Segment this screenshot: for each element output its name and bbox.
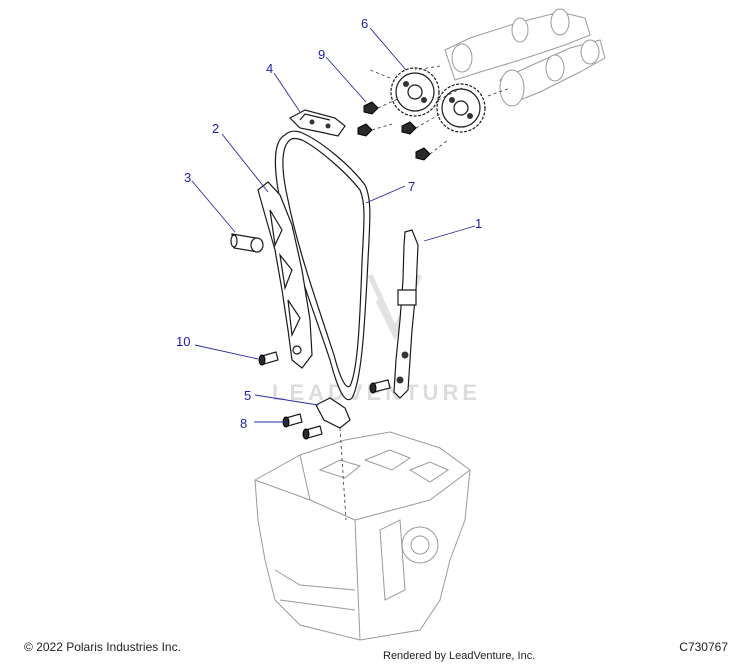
guide-bolt-right[interactable] [369,379,391,394]
tensioner-guide[interactable] [257,181,313,369]
lower-guide-bolts[interactable] [282,413,323,440]
callout-7[interactable]: 7 [408,179,415,194]
cam-sprocket-rear[interactable] [436,83,486,133]
callout-4[interactable]: 4 [266,61,273,76]
callout-6[interactable]: 6 [361,16,368,31]
leader-lines [191,27,476,423]
camshafts [444,8,606,107]
cylinder-head [254,431,471,641]
fixed-chain-guide[interactable] [393,229,419,399]
rendered-by-text: Rendered by LeadVenture, Inc. [383,650,536,662]
sprocket-bolts[interactable] [357,97,449,161]
callout-2[interactable]: 2 [212,121,219,136]
diagram-id: C730767 [679,640,728,654]
chain-guide-upper[interactable] [289,109,346,137]
callout-5[interactable]: 5 [244,388,251,403]
callout-3[interactable]: 3 [184,170,191,185]
guide-bolt-left[interactable] [258,351,279,366]
callout-8[interactable]: 8 [240,416,247,431]
callout-10[interactable]: 10 [176,334,190,349]
callout-1[interactable]: 1 [475,216,482,231]
copyright-text: © 2022 Polaris Industries Inc. [24,640,181,654]
cam-sprocket-front[interactable] [390,67,440,117]
callout-9[interactable]: 9 [318,47,325,62]
timing-chain[interactable] [274,130,371,401]
chain-tensioner[interactable] [230,233,264,253]
callout-labels: 1 2 3 4 5 6 7 8 9 10 [176,16,482,431]
chain-guide-lower[interactable] [315,397,351,521]
